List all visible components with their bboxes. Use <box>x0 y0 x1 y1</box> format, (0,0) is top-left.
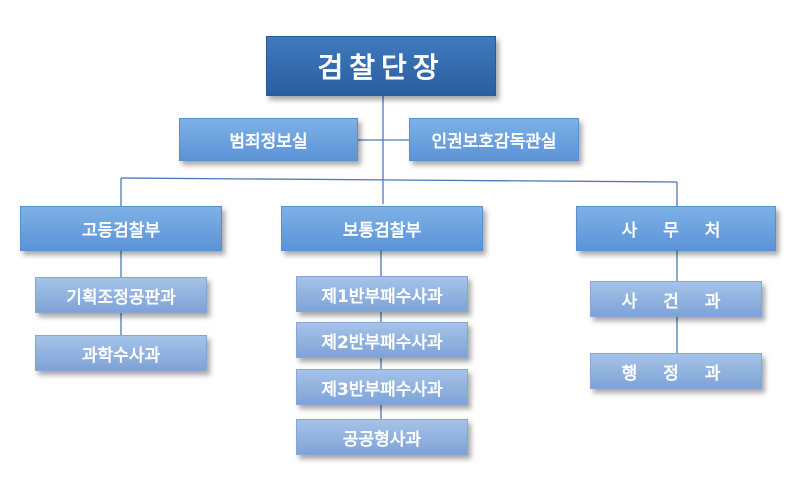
unit-administration-label: 행 정 과 <box>621 363 731 384</box>
unit-forensic-investigation-box: 과학수사과 <box>35 335 207 371</box>
staff-human-rights-box: 인권보호감독관실 <box>409 118 579 161</box>
unit-forensic-investigation-label: 과학수사과 <box>81 345 161 366</box>
staff-crime-intel-box: 범죄정보실 <box>179 118 358 161</box>
unit-anticorruption-3-box: 제3반부패수사과 <box>296 369 468 405</box>
head-box: 검찰단장 <box>266 36 496 96</box>
unit-administration-box: 행 정 과 <box>590 353 762 389</box>
unit-public-criminal-box: 공공형사과 <box>296 419 468 455</box>
unit-planning-trial-box: 기획조정공판과 <box>35 277 207 313</box>
unit-anticorruption-1-label: 제1반부패수사과 <box>321 286 443 307</box>
unit-case-box: 사 건 과 <box>590 281 762 317</box>
unit-public-criminal-label: 공공형사과 <box>342 429 422 450</box>
unit-anticorruption-2-label: 제2반부패수사과 <box>321 332 443 353</box>
unit-anticorruption-3-label: 제3반부패수사과 <box>321 379 443 400</box>
unit-anticorruption-2-box: 제2반부패수사과 <box>296 322 468 358</box>
division-high-prosecution-box: 고등검찰부 <box>20 206 222 251</box>
staff-crime-intel-label: 범죄정보실 <box>229 132 308 152</box>
division-general-prosecution-box: 보통검찰부 <box>281 206 483 251</box>
division-secretariat-label: 사 무 처 <box>621 221 731 241</box>
division-secretariat-box: 사 무 처 <box>576 206 776 251</box>
division-general-prosecution-label: 보통검찰부 <box>342 221 422 241</box>
division-high-prosecution-label: 고등검찰부 <box>81 221 161 241</box>
staff-human-rights-label: 인권보호감독관실 <box>431 132 557 152</box>
unit-anticorruption-1-box: 제1반부패수사과 <box>296 276 468 312</box>
unit-planning-trial-label: 기획조정공판과 <box>66 287 176 308</box>
unit-case-label: 사 건 과 <box>621 291 731 312</box>
head-label: 검찰단장 <box>317 51 445 84</box>
